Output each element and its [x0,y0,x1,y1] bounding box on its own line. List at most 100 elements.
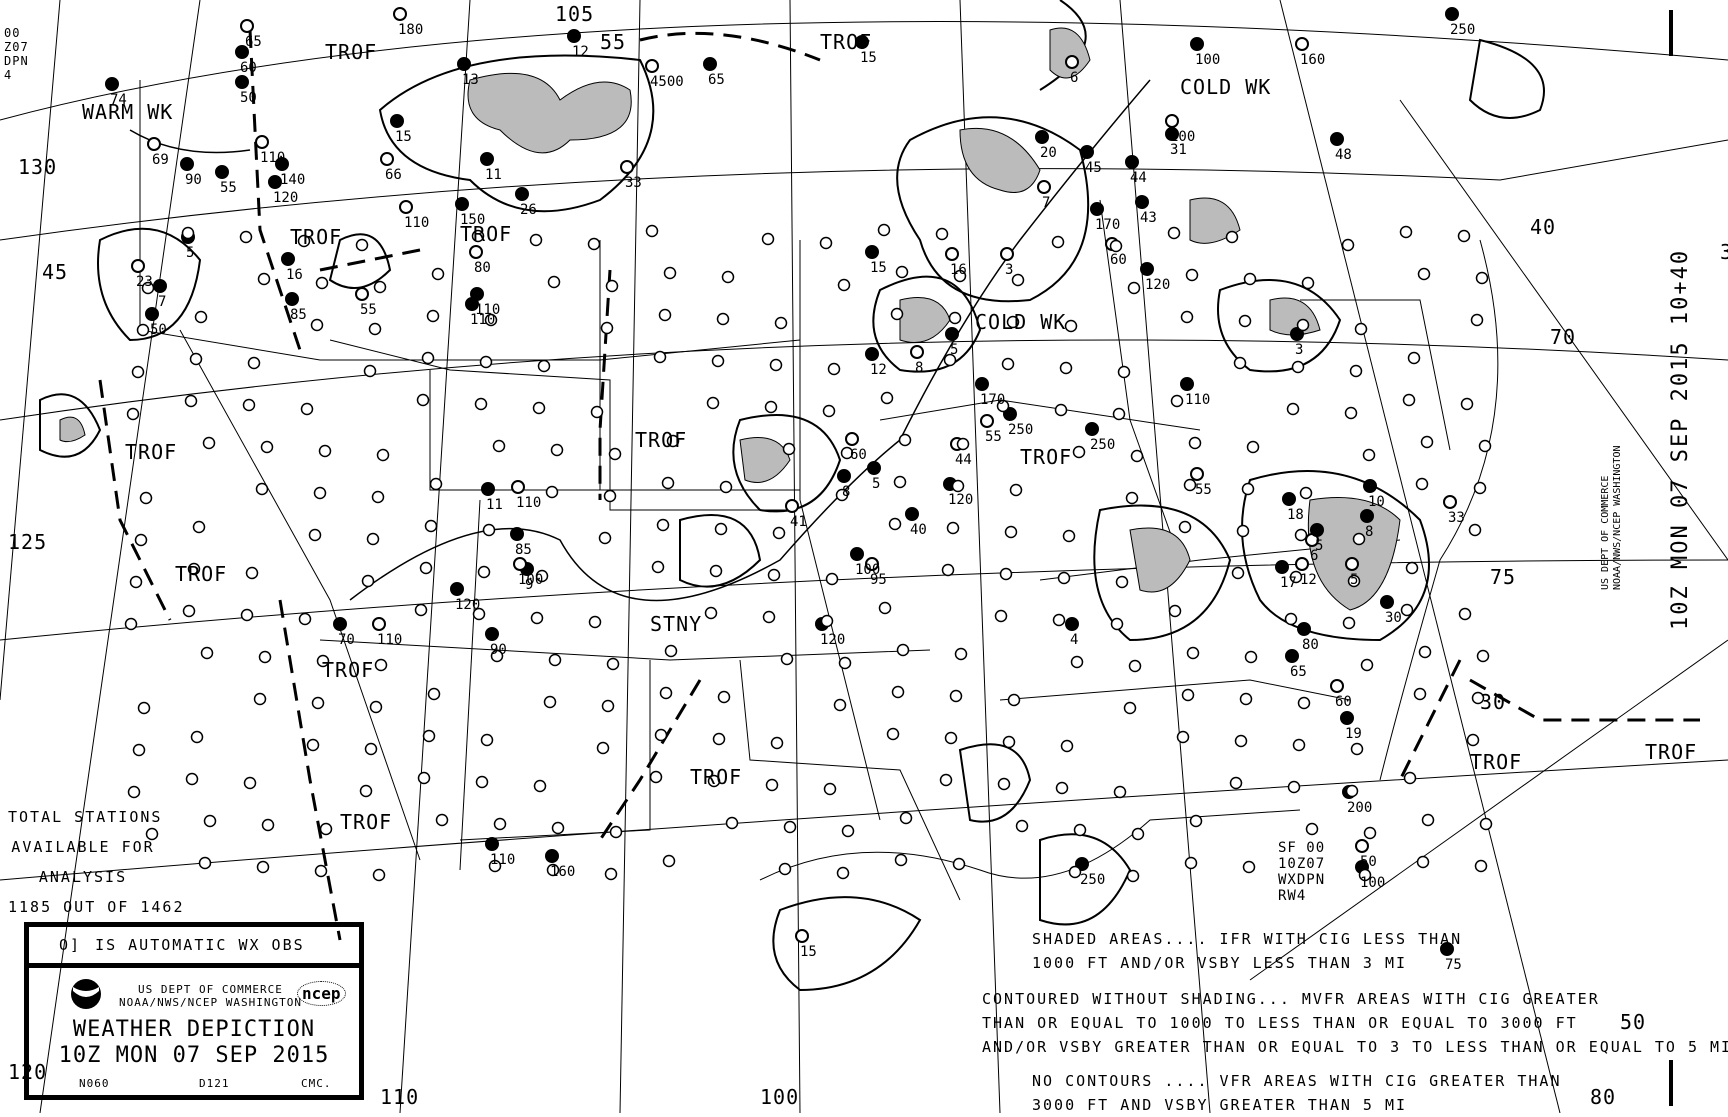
station-value: 110 [377,632,403,648]
station-value: 110 [490,852,516,868]
station-marker [939,773,953,787]
station-value: 41 [790,514,807,530]
station-marker [845,432,859,446]
station-value: 170 [980,392,1006,408]
station-value: 160 [1300,52,1326,68]
station-marker [131,259,145,273]
station-marker [427,687,441,701]
station-marker [1295,37,1309,51]
station-marker [481,482,495,496]
station-marker [141,281,155,295]
station-marker [368,322,382,336]
station-marker [1057,571,1071,585]
station-marker [485,837,499,851]
station-marker [1188,436,1202,450]
station-marker [185,772,199,786]
station-marker [658,308,672,322]
station-marker [313,486,327,500]
station-value: 150 [460,212,486,228]
station-value: 110 [404,215,430,231]
feature-label: TROF [290,225,343,249]
station-marker [772,526,786,540]
station-marker [662,854,676,868]
station-marker [649,770,663,784]
station-value: 95 [870,572,887,588]
station-marker [1417,267,1431,281]
station-marker [1360,658,1374,672]
station-marker [837,278,851,292]
station-marker [1358,868,1372,882]
vfr-note: NO CONTOURS .... VFR AREAS WITH CIG GREA… [1032,1069,1561,1117]
station-marker [899,811,913,825]
station-marker [785,499,799,513]
station-marker [765,778,779,792]
station-marker [1090,202,1104,216]
station-marker [1165,114,1179,128]
automatic-obs-symbol: O] [59,936,82,954]
station-marker [1473,481,1487,495]
station-marker [1242,860,1256,874]
station-value: 55 [985,429,1002,445]
station-marker [240,608,254,622]
station-marker [1355,839,1369,853]
station-marker [841,824,855,838]
station-marker [139,491,153,505]
station-marker [1352,532,1366,546]
station-marker [778,862,792,876]
station-marker [300,402,314,416]
station-marker [1345,784,1359,798]
station-marker [1421,813,1435,827]
station-marker [371,490,385,504]
station-value: 60 [850,447,867,463]
station-marker [895,265,909,279]
station-marker [314,864,328,878]
summary-line: TOTAL STATIONS [8,808,163,826]
station-marker [1285,649,1299,663]
station-value: 8 [842,484,851,500]
station-marker [1068,865,1082,879]
station-value: 30 [1385,610,1402,626]
station-marker [184,394,198,408]
station-marker [1233,356,1247,370]
station-marker [764,400,778,414]
station-marker [537,359,551,373]
header-sf: SF 00 10Z07 WXDPN RW4 [1278,840,1325,904]
station-marker [1075,857,1089,871]
station-marker [372,617,386,631]
station-marker [1011,273,1025,287]
station-marker [767,568,781,582]
station-value: 26 [520,202,537,218]
noaa-logo-icon [71,979,101,1009]
station-marker [390,114,404,128]
feature-label: TROF [1470,750,1523,774]
station-marker [1002,735,1016,749]
station-marker [952,857,966,871]
station-marker [609,825,623,839]
station-marker [255,135,269,149]
station-value: 120 [455,597,481,613]
station-value: 15 [395,129,412,145]
station-marker [709,564,723,578]
station-marker [1290,327,1304,341]
station-marker [878,601,892,615]
header-line: 00 [4,26,21,40]
station-marker [484,313,498,327]
station-marker [1403,771,1417,785]
station-marker [134,533,148,547]
station-marker [1474,859,1488,873]
station-value: 90 [185,172,202,188]
station-marker [819,236,833,250]
station-marker [1117,365,1131,379]
station-value: 5 [186,245,195,261]
station-marker [703,57,717,71]
header-line: 10Z07 [1278,856,1326,872]
station-marker [1295,557,1309,571]
station-marker [1070,655,1084,669]
station-marker [1292,738,1306,752]
grid-label: 50 [1620,1010,1647,1034]
shaded-note: SHADED AREAS.... IFR WITH CIG LESS THAN … [1032,927,1462,975]
station-marker [393,7,407,21]
station-marker [153,279,167,293]
station-value: 65 [1290,664,1307,680]
